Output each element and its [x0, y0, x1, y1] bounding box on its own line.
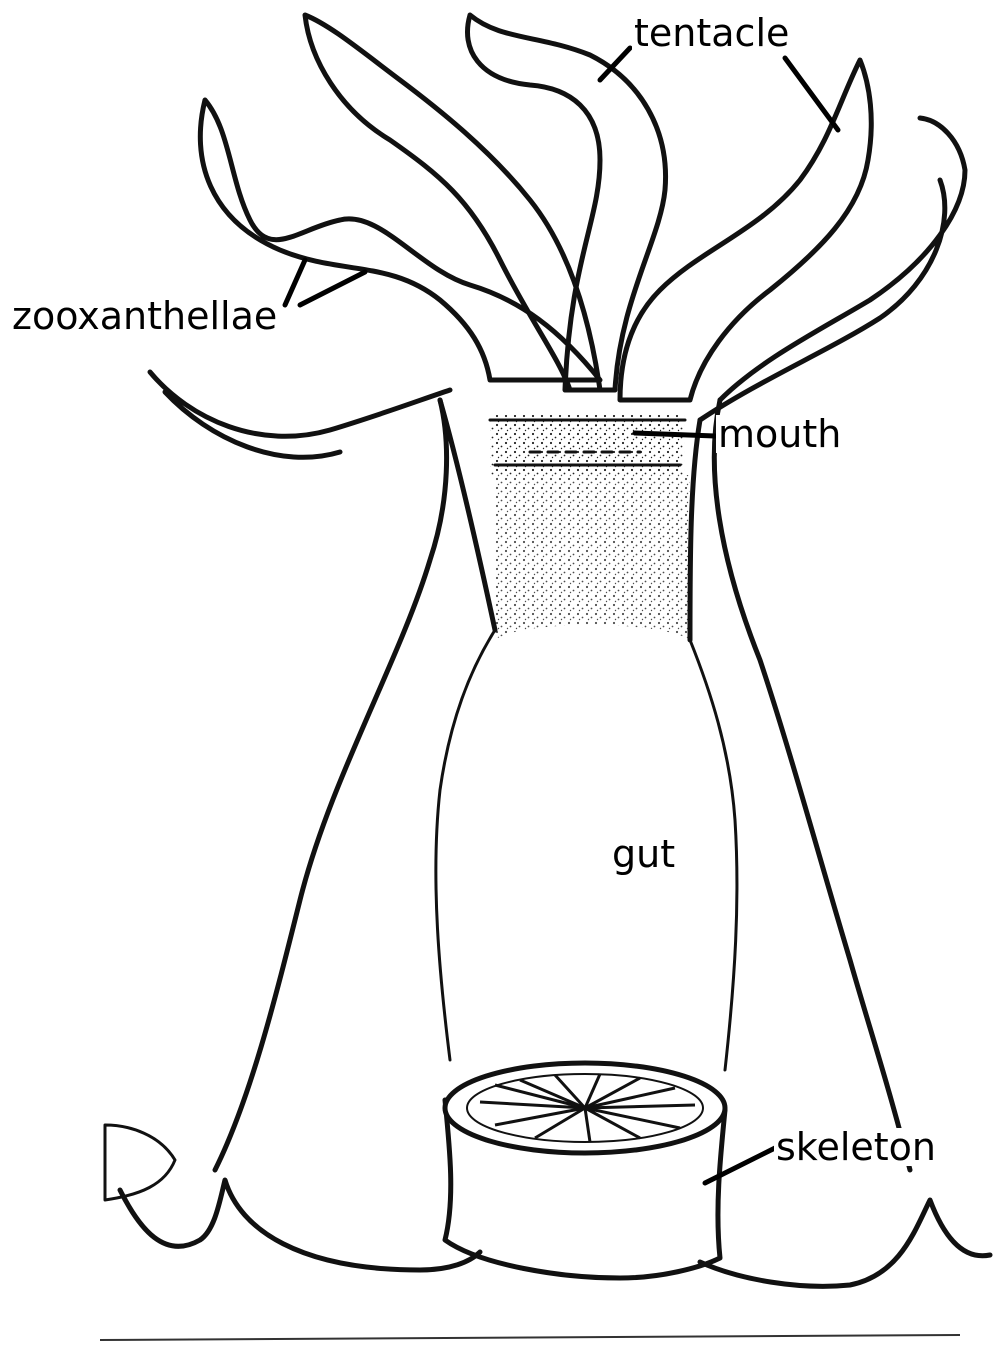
- neighbour-polyp-fragment: [105, 1125, 175, 1200]
- label-mouth: mouth: [716, 415, 843, 453]
- skeleton-cup: [445, 1063, 725, 1278]
- label-zooxanthellae: zooxanthellae: [10, 297, 279, 335]
- ground-line: [100, 1335, 960, 1340]
- label-skeleton: skeleton: [774, 1128, 938, 1166]
- label-tentacle: tentacle: [632, 14, 791, 52]
- label-gut: gut: [610, 835, 677, 873]
- stippled-tentacles: [200, 15, 871, 640]
- outline-tentacles: [150, 118, 965, 457]
